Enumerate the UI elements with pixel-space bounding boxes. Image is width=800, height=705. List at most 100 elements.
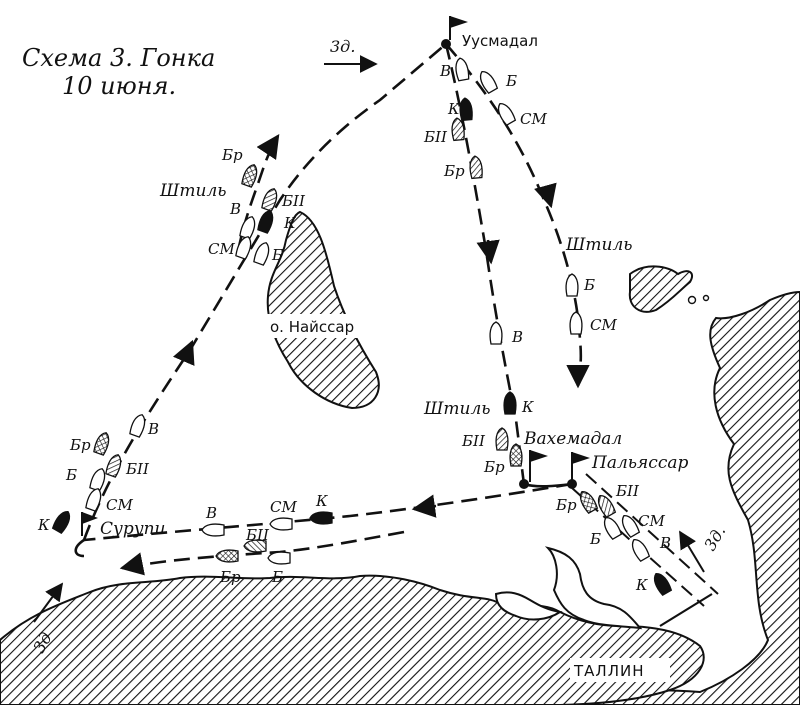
boat-label-br: Бр: [443, 162, 465, 180]
calm-label-centre: Штиль: [423, 399, 491, 419]
wind-arrow-bottom-right: [679, 530, 705, 573]
place-uusmadal: Уусмадал: [462, 32, 538, 50]
route-paljassar-surupi: [83, 482, 573, 542]
boat-bii-return: [243, 539, 267, 553]
boat-sm-left: [234, 234, 255, 261]
calm-label-right: Штиль: [565, 235, 633, 255]
boat-label-sm: СМ: [638, 512, 665, 530]
eastern-coast: [559, 290, 800, 705]
boat-label-v: В: [205, 504, 217, 522]
boat-label-bii: БII: [461, 432, 486, 450]
paljassar-flag-icon: [572, 452, 590, 464]
boat-label-b: Б: [583, 276, 595, 294]
southern-coast: [0, 574, 705, 705]
map-title-line2: 10 июня.: [62, 72, 176, 100]
boat-b-uusmadal: [476, 67, 499, 95]
boat-label-v: В: [511, 328, 523, 346]
boat-b-start: [600, 513, 623, 541]
boat-label-k: К: [521, 398, 534, 416]
route-paljassar-vahemadal: [523, 482, 573, 488]
boat-label-bii: БII: [125, 460, 150, 478]
route-surupi-uusmadal: [82, 43, 447, 541]
boat-k-return: [309, 511, 333, 525]
naissaar-island: [266, 210, 380, 410]
boat-sm-right: [569, 311, 583, 335]
boat-label-bii: БII: [245, 526, 270, 544]
boat-b-return: [267, 551, 291, 565]
route-arrow: [119, 552, 145, 576]
boat-label-sm: СМ: [270, 498, 297, 516]
boat-label-b: Б: [271, 246, 283, 264]
boat-bii-lower: [104, 452, 125, 479]
boat-label-v: В: [147, 420, 159, 438]
small-island: [628, 265, 694, 313]
boat-label-sm: СМ: [106, 496, 133, 514]
vahemadal-flag-icon: [530, 450, 548, 462]
route-arrow: [534, 182, 557, 209]
route-arrow: [411, 494, 437, 518]
boat-label-k: К: [315, 492, 328, 510]
boat-br-return: [215, 549, 239, 563]
boat-label-sm: СМ: [520, 110, 547, 128]
boat-br-start: [576, 487, 599, 515]
place-naissaar: о. Найссар: [270, 318, 354, 336]
boat-label-br: Бр: [221, 146, 243, 164]
boat-label-k: К: [447, 100, 460, 118]
rock: [702, 294, 710, 302]
place-vahemadal: Вахемадал: [523, 429, 622, 449]
wind-arrow-bottom-left: [33, 582, 64, 623]
boat-sm-lower: [84, 486, 105, 513]
boat-v-uusmadal: [453, 56, 471, 82]
calm-label-left: Штиль: [159, 181, 227, 201]
boat-v-left: [238, 214, 259, 241]
boat-label-bii: БII: [281, 192, 306, 210]
boat-sm-return: [269, 517, 293, 531]
boat-v-lower: [128, 412, 149, 439]
boat-v-return: [201, 523, 225, 537]
tallinn-label-bg: [570, 658, 670, 682]
boat-br-vahemadal: [509, 443, 523, 467]
boat-label-k: К: [283, 214, 296, 232]
boat-label-sm: СМ: [208, 240, 235, 258]
boat-label-bii: БII: [423, 128, 448, 146]
boat-b-left: [252, 240, 273, 267]
surupi-flag-icon: [82, 512, 98, 524]
wind-bottom-right-label: 3д.: [700, 522, 729, 554]
naissaar-label-bg: [266, 314, 360, 338]
route-uusmadal-east: [445, 43, 583, 385]
boat-k-left: [256, 208, 277, 235]
vahemadal-mark: [519, 479, 529, 489]
route-arrow: [256, 134, 280, 161]
uusmadal-mark: [441, 39, 451, 49]
place-paljassar: Пальяссар: [591, 453, 688, 473]
boat-label-bii: БII: [615, 482, 640, 500]
boat-label-k: К: [37, 516, 50, 534]
boat-b-lower: [88, 466, 109, 493]
boat-b-right: [565, 273, 579, 297]
boat-label-v: В: [439, 62, 451, 80]
inlet: [544, 546, 643, 630]
boat-br-lower: [92, 430, 113, 457]
route-arrow: [172, 339, 195, 366]
boat-v-centre: [489, 321, 503, 345]
inlet-2: [494, 591, 563, 621]
start-line-1: [659, 593, 713, 627]
boat-label-br: Бр: [69, 436, 91, 454]
boat-k-centre: [503, 391, 517, 415]
boat-label-br: Бр: [219, 568, 241, 586]
boat-bii-vahemadal: [495, 427, 509, 451]
paljassar-mark: [567, 479, 577, 489]
uusmadal-flag-icon: [450, 16, 468, 28]
boat-label-b: Б: [65, 466, 77, 484]
route-arrow: [476, 239, 500, 265]
boat-v-start: [628, 535, 651, 563]
map-title-line1: Схема 3. Гонка: [22, 44, 215, 72]
boat-label-br: Бр: [483, 458, 505, 476]
boat-label-v: В: [659, 534, 671, 552]
boat-label-b: Б: [589, 530, 601, 548]
place-tallinn: ТАЛЛИН: [573, 662, 644, 680]
boat-k-uusmadal: [458, 96, 474, 122]
boat-label-br: Бр: [555, 496, 577, 514]
wind-top-label: 3д.: [330, 37, 355, 56]
